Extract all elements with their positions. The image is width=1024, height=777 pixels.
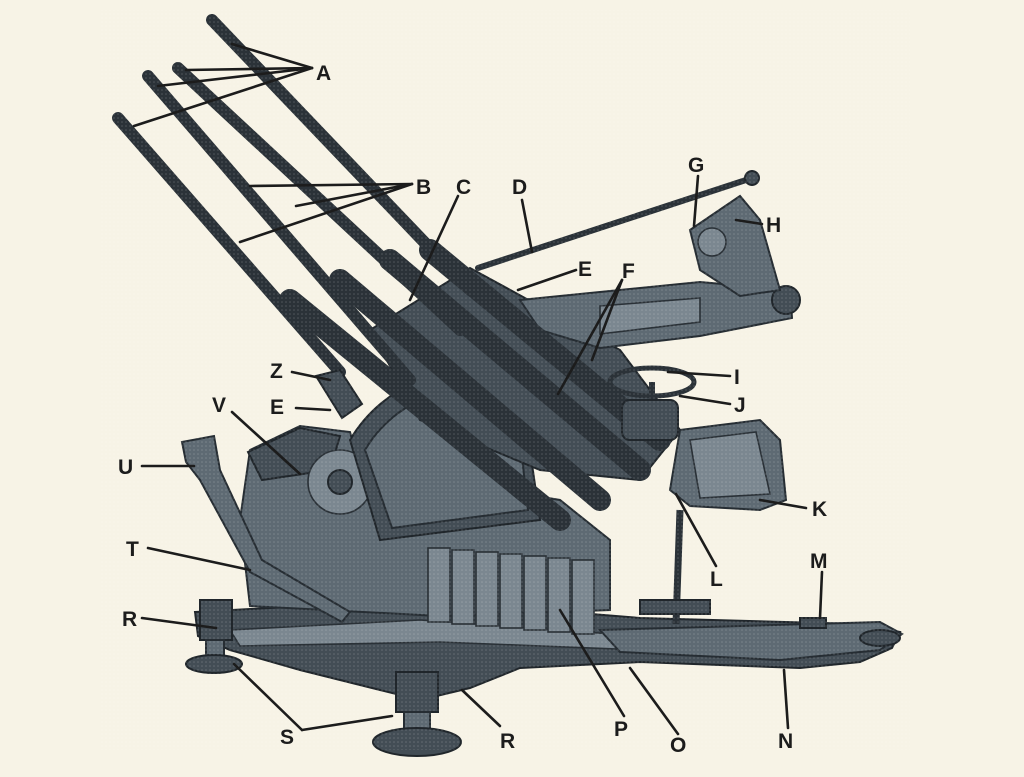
leader-lines xyxy=(132,42,824,736)
label-R-right: R xyxy=(500,730,515,753)
label-S: S xyxy=(280,726,294,749)
label-N: N xyxy=(778,730,793,753)
label-P: P xyxy=(614,718,628,741)
label-E-lower: E xyxy=(270,396,284,419)
label-I: I xyxy=(734,366,740,389)
label-K: K xyxy=(812,498,827,521)
label-B: B xyxy=(416,176,431,199)
label-G: G xyxy=(688,154,704,177)
leveling-jack-right xyxy=(859,629,901,647)
callout-labels: A B C D E F G H I J K L M N O P R R S T … xyxy=(118,62,828,757)
gun-mount-illustration xyxy=(100,10,910,757)
label-O: O xyxy=(670,734,686,757)
label-H: H xyxy=(766,214,781,237)
label-V: V xyxy=(212,394,226,417)
label-Z: Z xyxy=(270,360,283,383)
ammunition-magazines xyxy=(427,547,595,635)
sight-knob xyxy=(697,227,727,257)
label-R-left: R xyxy=(122,608,137,631)
label-F: F xyxy=(622,260,635,283)
label-L: L xyxy=(710,568,723,591)
label-D: D xyxy=(512,176,527,199)
label-A: A xyxy=(316,62,331,85)
label-C: C xyxy=(456,176,471,199)
label-U: U xyxy=(118,456,133,479)
label-J: J xyxy=(734,394,746,417)
label-E-upper: E xyxy=(578,258,592,281)
label-M: M xyxy=(810,550,828,573)
label-T: T xyxy=(126,538,139,561)
